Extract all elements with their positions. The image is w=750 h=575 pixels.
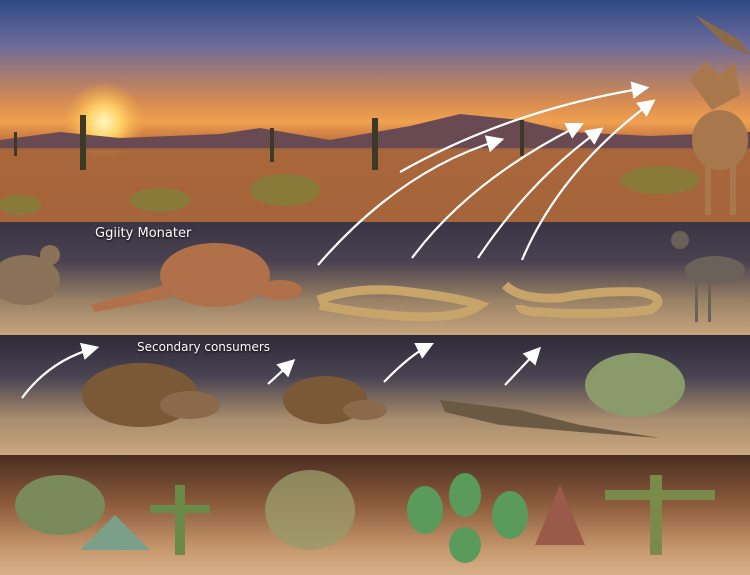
energy-flow-arrows [21,81,656,399]
creosote-bush [585,353,685,417]
shrubs [0,166,700,215]
lizard [440,400,660,438]
gila-monster [90,243,302,312]
roadrunner [671,231,745,322]
producer-band [0,455,750,575]
snakes [316,281,663,322]
secondary-consumers-label: Secondary consumers [137,340,271,354]
mountains [0,114,750,150]
tertiary-consumer-label: Ggiity Monater [95,226,192,241]
producers-plants [15,470,715,563]
saguaro-cacti [14,115,524,170]
coyote [690,62,748,215]
hawk [695,15,750,55]
desert-tortoises [82,363,387,427]
kangaroo-rat [0,245,60,305]
